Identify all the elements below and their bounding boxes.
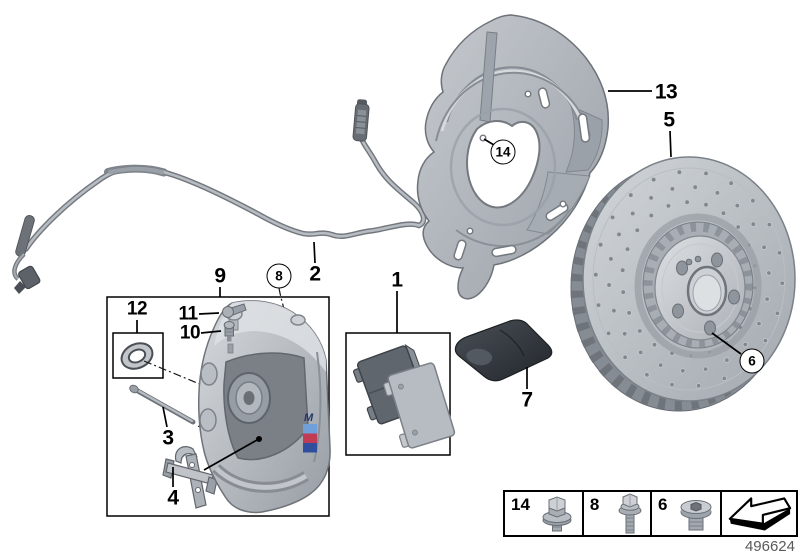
legend-cell-arrow [722,492,796,535]
legend-cell-6: 6 [652,492,723,535]
callout-12-label[interactable]: 12 [126,298,148,320]
brake-disc-drawing [570,156,796,412]
callout-9-label[interactable]: 9 [214,264,226,288]
brake-pads-box [345,332,456,456]
callout-14-label[interactable]: 14 [490,139,516,165]
m-logo: M [304,412,314,424]
direction-arrow-icon [728,496,792,531]
legend-cell-14: 14 [505,492,584,535]
callout-10-label[interactable]: 10 [179,322,201,344]
caliper-assembly-box: M [106,287,331,517]
legend-label-6: 6 [658,495,668,514]
bleeder-cap-drawing [222,303,247,318]
brake-pads-drawing [353,343,456,449]
callout-6-label[interactable]: 6 [739,348,765,374]
socket-head-plug-icon [680,499,712,530]
callout-13-label[interactable]: 13 [654,80,678,104]
callout-8-label[interactable]: 8 [266,263,292,289]
wear-sensor-cable-drawing [12,99,427,294]
guide-pin-drawing [129,384,196,425]
sensor-head [12,215,41,294]
callout-4-label[interactable]: 4 [167,486,179,510]
legend-cell-8: 8 [584,492,652,535]
lug-holes [672,252,740,336]
leader-lines [136,90,742,487]
sensor-connector [352,99,370,142]
callout-3-label[interactable]: 3 [162,426,174,450]
legend-label-14: 14 [511,495,530,514]
callout-2-label[interactable]: 2 [309,262,321,286]
seal-ring-drawing [120,342,154,370]
diagram-number: 496624 [744,538,795,555]
callout-11-label[interactable]: 11 [178,303,198,325]
bleeder-screw-drawing [223,321,235,354]
fastener-legend: 14 8 6 [503,490,798,537]
hex-flange-bolt-icon [542,495,572,531]
legend-label-8: 8 [589,495,600,514]
hex-bolt-icon [618,492,642,533]
brake-caliper-drawing: M [198,300,331,514]
callout-7-label[interactable]: 7 [521,388,533,412]
callout-5-label[interactable]: 5 [663,108,675,132]
grease-pack-drawing [454,319,553,382]
drilled-holes [593,169,785,389]
callout-1-label[interactable]: 1 [391,268,403,292]
m-stripes: M [303,412,317,453]
